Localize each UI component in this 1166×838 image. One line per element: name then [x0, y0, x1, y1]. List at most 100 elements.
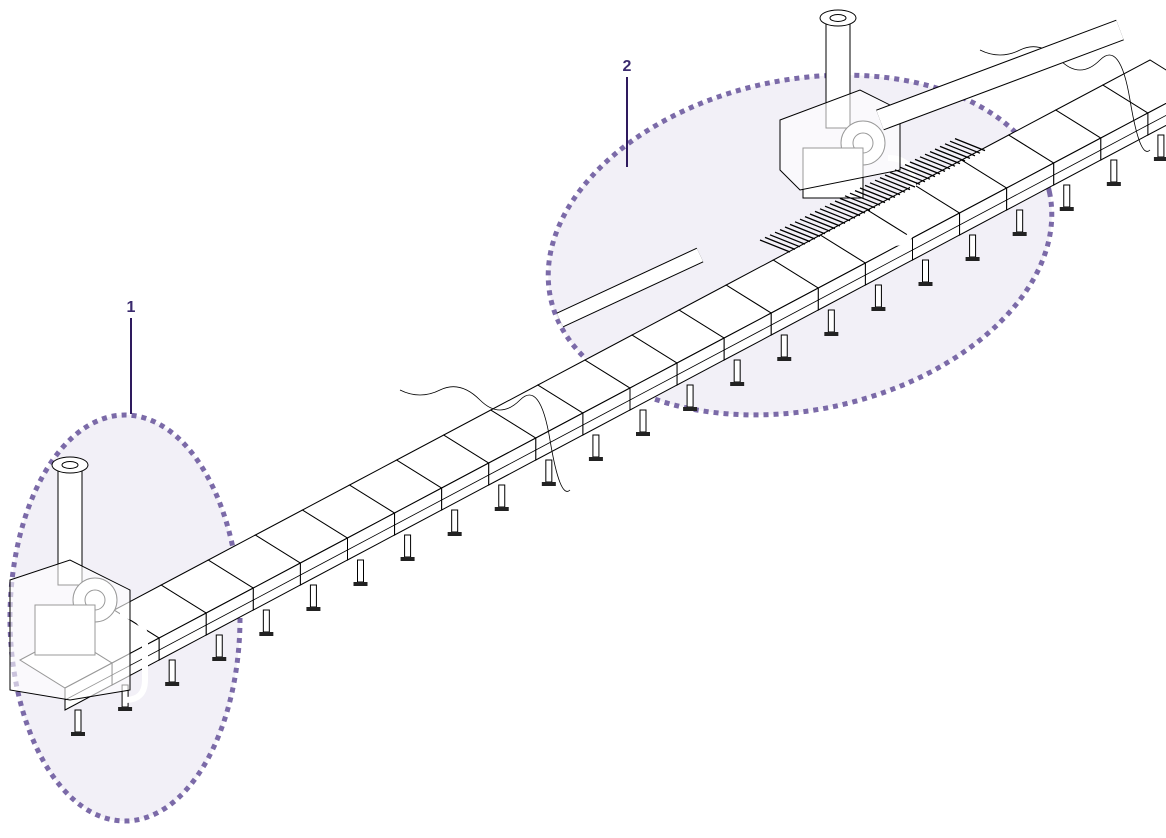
conveyor-rail — [253, 574, 301, 601]
roller — [879, 176, 911, 191]
conveyor-rail — [1147, 114, 1166, 126]
stack-cap-inner — [61, 461, 79, 469]
roller — [924, 153, 956, 167]
conveyor-rail — [1053, 149, 1102, 176]
support-leg — [1157, 134, 1165, 158]
roller — [939, 145, 971, 160]
leg-foot — [118, 707, 133, 711]
leg-foot — [165, 682, 180, 686]
conveyor-rail — [488, 449, 537, 476]
roller — [864, 184, 896, 199]
support-leg — [639, 409, 647, 433]
leg-foot — [259, 632, 274, 636]
support-leg — [309, 584, 317, 608]
roller — [769, 234, 801, 248]
callout-1: 1 — [127, 299, 136, 414]
conveyor-rail — [582, 399, 631, 426]
roller — [824, 205, 856, 219]
roller — [899, 166, 931, 180]
roller — [859, 187, 891, 201]
roller — [759, 239, 791, 253]
support-leg — [215, 634, 223, 658]
break-line — [399, 386, 571, 492]
leg-foot — [871, 307, 886, 311]
long-pipe-fill — [557, 248, 703, 327]
support-leg — [545, 459, 553, 483]
leg-foot — [1012, 232, 1027, 236]
leg-foot — [777, 357, 792, 361]
duct-pipe-fill — [887, 155, 916, 246]
support-leg — [1110, 159, 1118, 183]
support-leg — [922, 259, 929, 283]
leg-foot — [212, 657, 227, 661]
leg-foot — [965, 257, 980, 261]
roller — [919, 156, 951, 170]
support-leg — [451, 509, 459, 533]
leg-foot — [353, 582, 368, 586]
roller — [794, 221, 826, 235]
duct-pipe-fill — [119, 612, 148, 703]
leg-foot — [400, 557, 415, 561]
roller — [884, 174, 916, 188]
leg-foot — [494, 507, 509, 511]
roller — [799, 218, 831, 232]
leg-foot — [588, 457, 603, 461]
conveyor-panel — [1101, 59, 1166, 114]
conveyor-rail — [771, 299, 819, 326]
roller — [854, 189, 886, 204]
conveyor-rail — [865, 249, 913, 276]
roller — [909, 161, 941, 175]
support-leg — [874, 284, 882, 308]
roller — [844, 195, 876, 209]
roller — [804, 215, 836, 230]
leg-foot — [1059, 207, 1074, 211]
leg-foot — [1153, 157, 1166, 161]
callout-label-1: 1 — [127, 299, 136, 316]
roller — [784, 226, 816, 240]
leg-foot — [71, 732, 85, 736]
roller — [834, 200, 866, 214]
leg-foot — [918, 282, 933, 286]
leg-foot — [730, 382, 745, 386]
roller — [819, 208, 851, 222]
roller — [839, 197, 871, 212]
leg-foot — [447, 532, 462, 536]
conveyor-rail — [535, 424, 584, 451]
roller — [869, 182, 901, 196]
roller — [789, 223, 821, 238]
support-leg — [74, 709, 82, 733]
roller — [904, 163, 936, 178]
roller — [894, 169, 926, 183]
support-leg — [1063, 184, 1071, 208]
support-leg — [168, 659, 176, 683]
leg-foot — [541, 482, 556, 486]
conveyor-rail — [158, 624, 207, 651]
conveyor-rail — [1006, 174, 1054, 201]
conveyor-rail — [723, 324, 772, 351]
callout-label-2: 2 — [623, 58, 632, 75]
conveyor-rail — [1100, 124, 1149, 151]
support-leg — [357, 559, 364, 583]
roller — [849, 192, 881, 206]
roller — [944, 143, 976, 157]
support-leg — [686, 384, 694, 408]
conveyor-side — [1147, 102, 1166, 136]
support-leg — [1016, 209, 1024, 233]
conveyor-rail — [206, 599, 254, 626]
roller — [764, 236, 796, 251]
roller — [914, 158, 946, 173]
leg-foot — [683, 407, 698, 411]
roller — [809, 213, 841, 227]
roller — [949, 140, 981, 154]
support-leg — [733, 359, 741, 383]
stack-cap-inner — [829, 14, 847, 22]
conveyor-rail — [676, 349, 725, 376]
roller — [889, 171, 921, 186]
conveyor-rail — [300, 549, 348, 576]
heater-housing-2 — [779, 89, 901, 191]
break-line — [979, 46, 1151, 152]
heater-housing-1 — [9, 559, 131, 701]
roller — [774, 231, 806, 245]
top-pipe-fill — [876, 20, 1124, 130]
